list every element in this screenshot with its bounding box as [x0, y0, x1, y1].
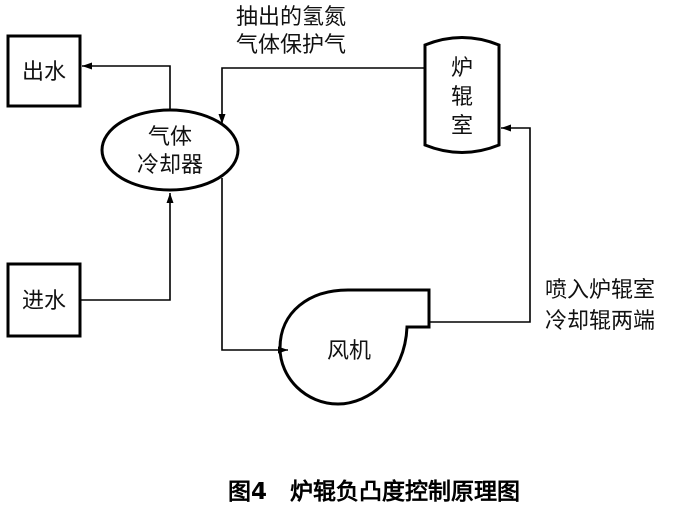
- outlet-water-label: 出水: [22, 60, 66, 85]
- furnace-roll-chamber-node: 炉 辊 室: [423, 36, 501, 154]
- cooler-to-fan-arrow: [221, 178, 288, 354]
- extracted-gas-label-line1: 抽出的氢氮: [236, 5, 346, 30]
- gas-cooler-node: 气体 冷却器: [100, 108, 240, 192]
- furnace-roll-chamber-char1: 炉: [451, 56, 473, 81]
- cooler-to-outlet-arrow: [82, 62, 171, 110]
- outlet-water-node: 出水: [6, 34, 82, 108]
- chamber-to-cooler-arrow: [218, 67, 425, 124]
- furnace-roll-chamber-char3: 室: [451, 114, 473, 139]
- fan-to-chamber-arrow: [429, 124, 531, 323]
- spray-label-line2: 冷却辊两端: [545, 309, 655, 334]
- gas-cooler-label-line2: 冷却器: [137, 153, 203, 178]
- furnace-roll-chamber-char2: 辊: [451, 85, 473, 110]
- fan-label: 风机: [327, 339, 371, 364]
- figure-caption: 图4 炉辊负凸度控制原理图: [228, 478, 520, 505]
- fan-node: 风机: [278, 288, 431, 406]
- inlet-water-node: 进水: [6, 262, 82, 338]
- inlet-water-label: 进水: [22, 289, 66, 314]
- gas-cooler-label-line1: 气体: [148, 125, 192, 150]
- extracted-gas-label-line2: 气体保护气: [236, 33, 346, 58]
- spray-label-line1: 喷入炉辊室: [545, 278, 655, 303]
- inlet-to-cooler-arrow: [80, 193, 174, 301]
